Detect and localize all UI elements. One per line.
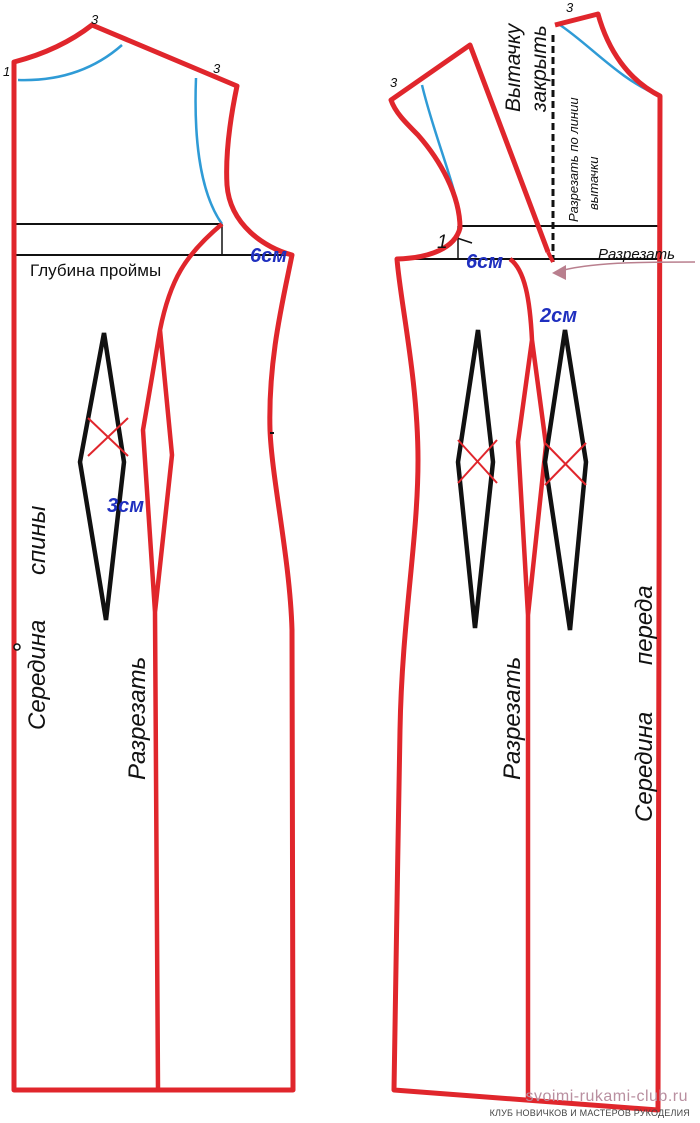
cut-dart-line-label-1: Разрезать по линии (566, 97, 581, 222)
armhole-depth-label: Глубина проймы (30, 261, 161, 280)
front-2cm-label: 2см (539, 305, 577, 327)
back-6cm-label: 6см (250, 245, 287, 267)
front-cut-label: Разрезать (499, 657, 526, 780)
close-dart-label-1: Вытачку (502, 22, 525, 112)
close-dart-label-2: закрыть (528, 25, 551, 113)
back-piece: 1 3 3 Глубина проймы 6см 3см Середина сп… (3, 12, 296, 1093)
front-dart-side (546, 251, 555, 263)
back-point-marker (13, 643, 21, 651)
back-center-label-2: спины (24, 505, 51, 575)
front-6cm-pointer (456, 237, 473, 244)
front-armhole-helper-line (396, 84, 462, 261)
back-3cm-label: 3см (107, 495, 144, 517)
front-point-3-right: 3 (566, 0, 574, 15)
front-dart-cross-mark-right (544, 442, 587, 486)
cut-dart-line-label-2: вытачки (586, 157, 601, 211)
cut-pointer-arrow (552, 261, 696, 280)
front-6cm-label: 6см (466, 251, 503, 273)
back-point-1: 1 (3, 64, 10, 79)
back-center-label: Середина (24, 620, 51, 730)
back-cut-label: Разрезать (124, 657, 151, 780)
back-cut-line (140, 222, 224, 1091)
front-center-label: Середина (631, 712, 658, 822)
front-center-label-2: переда (631, 585, 658, 665)
front-dart-cross-mark-left (457, 439, 498, 484)
back-neck-helper-line (17, 44, 123, 82)
front-waist-dart-right (542, 329, 589, 631)
back-dart-cross-mark (87, 417, 129, 457)
back-point-3-neck: 3 (91, 12, 99, 27)
front-piece: 3 3 1 6см 2см Разрезать Вытачку закрыть … (388, 0, 696, 1113)
back-waist-dart (77, 332, 127, 621)
front-outline (388, 11, 663, 1113)
back-armhole-helper-line (194, 77, 224, 225)
watermark-club: КЛУБ НОВИЧКОВ И МАСТЕРОВ РУКОДЕЛИЯ (489, 1108, 690, 1118)
watermark-url: svoimi-rukami-club.ru (525, 1088, 688, 1105)
front-point-3-left: 3 (390, 75, 398, 90)
back-point-3-shoulder: 3 (213, 61, 221, 76)
cut-label-right: Разрезать (598, 246, 675, 263)
front-waist-dart-left (455, 329, 496, 629)
front-point-1: 1 (437, 232, 448, 253)
back-outline (11, 22, 296, 1093)
